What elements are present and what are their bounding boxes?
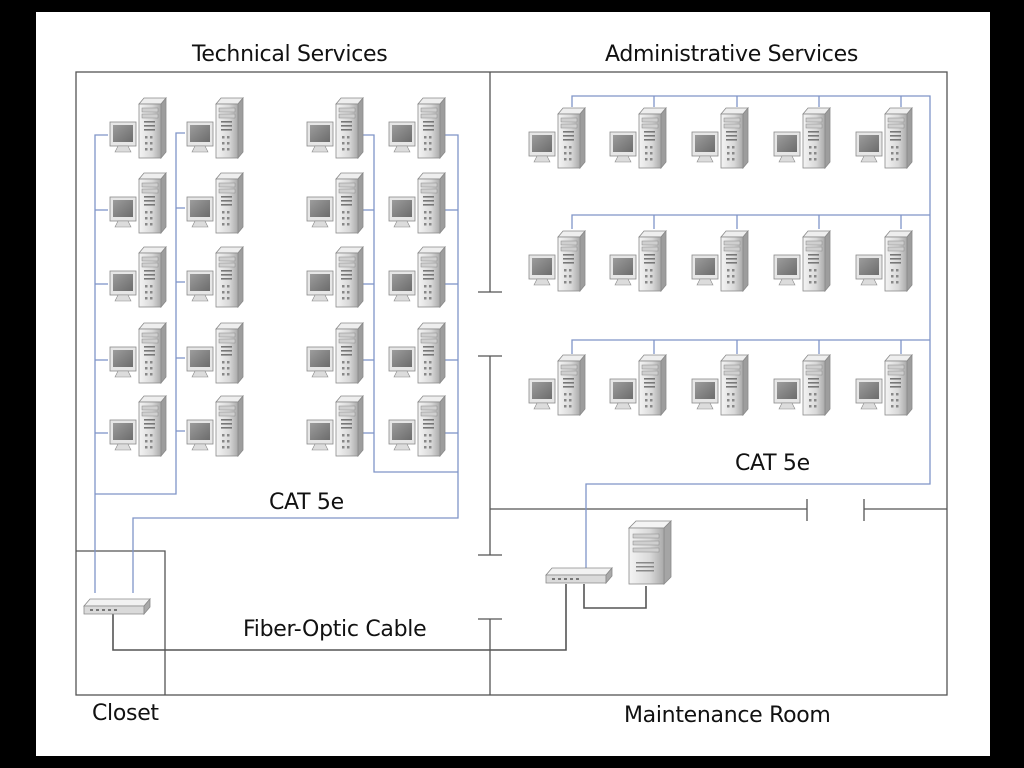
administrative-services-workstations	[528, 107, 913, 416]
cat5e-trunk-col2	[95, 132, 185, 495]
cat5e-trunk-admin	[571, 95, 931, 571]
fiber-optic-cabling	[112, 584, 647, 651]
workstation-icon	[691, 354, 749, 416]
workstation-icon	[109, 97, 167, 159]
workstation-icon	[186, 97, 244, 159]
cat5e-administrative-label: CAT 5e	[735, 451, 810, 476]
workstation-icon	[773, 230, 831, 292]
cat5e-trunk-col4	[132, 134, 459, 593]
workstation-icon	[186, 246, 244, 308]
workstation-icon	[691, 107, 749, 169]
workstation-icon	[109, 172, 167, 234]
network-diagram	[75, 71, 948, 696]
technical-services-label: Technical Services	[192, 42, 388, 67]
workstation-icon	[109, 395, 167, 457]
cat5e-technical-label: CAT 5e	[269, 490, 344, 515]
workstation-icon	[388, 322, 446, 384]
workstation-icon	[855, 354, 913, 416]
workstation-icon	[186, 172, 244, 234]
workstation-icon	[855, 107, 913, 169]
workstation-icon	[186, 322, 244, 384]
workstation-icon	[855, 230, 913, 292]
workstation-icon	[388, 395, 446, 457]
workstation-icon	[306, 246, 364, 308]
closet-wall	[76, 550, 166, 695]
administrative-services-label: Administrative Services	[605, 42, 858, 67]
maintenance-switch-icon	[545, 567, 613, 584]
cat5e-trunk-col1	[94, 134, 108, 593]
technical-services-workstations	[109, 97, 446, 457]
fiber-optic-cable-label: Fiber-Optic Cable	[243, 617, 427, 642]
workstation-icon	[528, 230, 586, 292]
cat5e-cabling	[94, 95, 931, 593]
workstation-icon	[609, 107, 667, 169]
workstation-icon	[109, 246, 167, 308]
workstation-icon	[609, 230, 667, 292]
workstation-icon	[528, 354, 586, 416]
workstation-icon	[773, 354, 831, 416]
workstation-icon	[306, 395, 364, 457]
building-outline	[75, 71, 948, 696]
workstation-icon	[528, 107, 586, 169]
workstation-icon	[109, 322, 167, 384]
fiber-optic-cable-line	[112, 584, 567, 651]
workstation-icon	[388, 97, 446, 159]
workstation-icon	[306, 97, 364, 159]
maintenance-room-label: Maintenance Room	[624, 703, 831, 728]
workstation-icon	[773, 107, 831, 169]
workstation-icon	[186, 395, 244, 457]
workstation-icon	[691, 230, 749, 292]
walls	[75, 71, 948, 696]
server-link-cable	[583, 584, 647, 609]
workstation-icon	[388, 172, 446, 234]
workstation-icon	[306, 322, 364, 384]
cat5e-trunk-col3	[363, 134, 458, 473]
slide-canvas: Technical Services Administrative Servic…	[36, 12, 990, 756]
closet-switch-icon	[83, 598, 151, 615]
server-icon	[628, 520, 672, 585]
closet-label: Closet	[92, 701, 159, 726]
workstation-icon	[306, 172, 364, 234]
workstation-icon	[609, 354, 667, 416]
workstation-icon	[388, 246, 446, 308]
